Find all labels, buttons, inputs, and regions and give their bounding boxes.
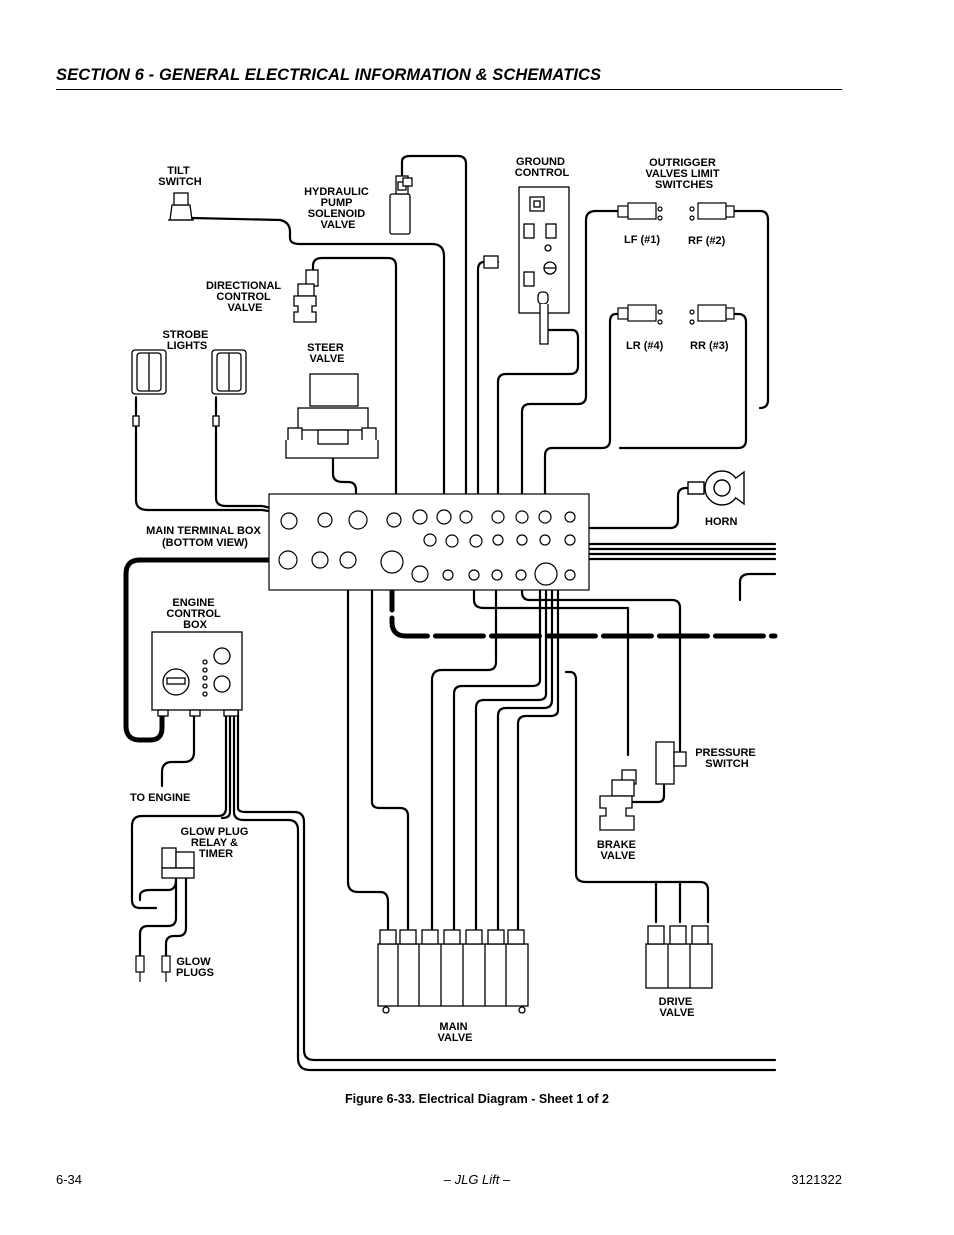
wire-outrigger-rf — [730, 209, 770, 410]
wire-main-valve-1 — [346, 558, 390, 932]
wire-strobe-left — [134, 396, 289, 523]
wire-main-valve-7 — [516, 578, 560, 932]
label-steer-valve: STEER VALVE — [307, 342, 347, 365]
wire-to-engine — [160, 710, 196, 788]
label-glow-plug-relay: GLOW PLUG RELAY & TIMER — [181, 826, 252, 860]
horn-symbol — [687, 470, 745, 506]
main-valve-bank-symbol — [377, 929, 529, 1014]
glow-plugs-symbols — [135, 955, 171, 982]
label-drive-valve: DRIVE VALVE — [659, 996, 696, 1019]
power-cable-engine — [123, 557, 291, 743]
label-tilt-switch: TILT SWITCH — [158, 165, 201, 188]
label-lr: LR (#4) — [626, 340, 664, 352]
drive-valve-symbol — [645, 925, 713, 989]
engine-control-box-symbol — [151, 631, 243, 717]
label-horn: HORN — [705, 516, 737, 528]
main-terminal-box — [268, 493, 590, 591]
header-rule — [56, 89, 842, 90]
wire-outrigger-rr — [618, 312, 748, 450]
steer-valve-symbol — [285, 373, 379, 459]
label-main-valve: MAIN VALVE — [437, 1021, 472, 1044]
label-lf: LF (#1) — [624, 234, 660, 246]
wire-lower-right — [472, 573, 630, 757]
section-header: SECTION 6 - GENERAL ELECTRICAL INFORMATI… — [56, 66, 602, 84]
brake-valve-symbol — [599, 769, 637, 831]
wire-engine-d — [236, 710, 777, 1062]
wire-outrigger-lr — [543, 312, 620, 518]
switch-rf — [689, 202, 735, 221]
strobe-lights-symbols — [131, 349, 247, 427]
label-directional-valve: DIRECTIONAL CONTROL VALVE — [206, 280, 284, 314]
wire-engine-b — [220, 710, 232, 820]
label-ground-control: GROUND CONTROL — [515, 156, 570, 179]
wire-glow-relay — [138, 878, 178, 902]
wire-outrigger-lf — [520, 209, 620, 518]
terminal-row-bottom — [278, 550, 576, 586]
label-outrigger-switches: OUTRIGGER VALVES LIMIT SWITCHES — [645, 157, 722, 191]
document-number: 3121322 — [791, 1172, 842, 1187]
wire-steer-valve — [331, 456, 358, 520]
power-bus-dashed — [389, 559, 778, 639]
label-glow-plugs: GLOW PLUGS — [176, 956, 214, 979]
wire-main-valve-5 — [474, 578, 548, 932]
wire-drive-valve — [564, 670, 710, 924]
pressure-switch-symbol — [655, 741, 687, 785]
publisher: – JLG Lift – — [443, 1172, 511, 1187]
ground-control-box-symbol — [483, 186, 570, 345]
wire-main-valve-6 — [496, 578, 554, 932]
wire-main-valve-3 — [430, 574, 498, 932]
label-rr: RR (#3) — [690, 340, 729, 352]
label-engine-control-box: ENGINE CONTROL BOX — [166, 597, 223, 631]
label-main-terminal-box: MAIN TERMINAL BOX (BOTTOM VIEW) — [146, 525, 264, 549]
wire-main-valve-4 — [452, 578, 542, 932]
switch-rr — [689, 304, 735, 325]
label-to-engine: TO ENGINE — [130, 792, 190, 804]
bundle-line-5 — [738, 572, 777, 602]
page-number: 6-34 — [56, 1172, 83, 1187]
wire-engine-c — [232, 710, 777, 1072]
wire-directional-valve — [311, 256, 398, 520]
wire-engine-a — [130, 710, 228, 910]
outrigger-switches-symbols — [617, 202, 735, 325]
label-pressure-switch: PRESSURE SWITCH — [695, 747, 759, 770]
wire-main-valve-2 — [370, 520, 410, 932]
wire-pressure-switch — [520, 573, 682, 754]
hydraulic-pump-valve-symbol — [389, 175, 413, 235]
wire-ground-control-b — [496, 316, 580, 518]
label-brake-valve: BRAKE VALVE — [597, 839, 639, 862]
directional-valve-symbol — [293, 269, 319, 323]
wire-glow-plug-b — [164, 874, 188, 958]
strobe-light-right — [211, 349, 247, 427]
wire-glow-plug-a — [138, 874, 178, 958]
glow-plug-relay-symbol — [161, 847, 195, 879]
label-strobe-lights: STROBE LIGHTS — [163, 329, 212, 352]
wire-brake-pressure — [630, 780, 666, 804]
tilt-switch-symbol — [168, 192, 194, 221]
label-hydraulic-pump: HYDRAULIC PUMP SOLENOID VALVE — [304, 186, 372, 231]
figure-caption: Figure 6-33. Electrical Diagram - Sheet … — [345, 1092, 609, 1106]
terminal-row-top — [280, 509, 576, 530]
wire-hydraulic-pump — [400, 154, 468, 517]
switch-lf — [617, 202, 663, 221]
wire-tilt-switch — [190, 216, 446, 520]
strobe-light-left — [131, 349, 167, 427]
switch-lr — [617, 304, 663, 325]
label-rf: RF (#2) — [688, 235, 726, 247]
terminal-row-mid — [423, 533, 576, 548]
